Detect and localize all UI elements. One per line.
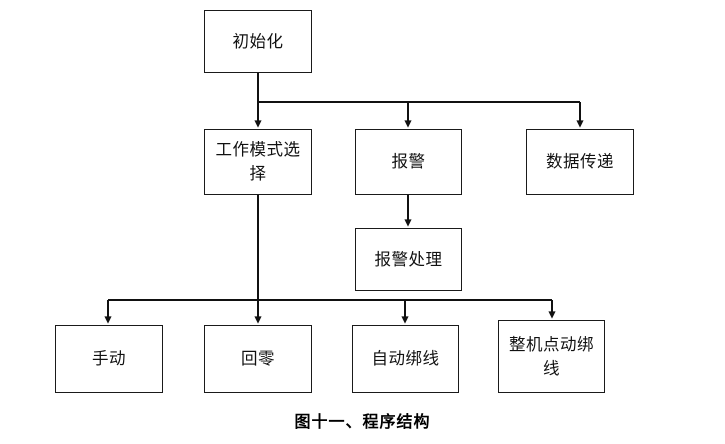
- node-auto-wire-bind: 自动绑线: [352, 325, 459, 393]
- node-return-to-zero: 回零: [204, 325, 312, 393]
- node-data-transfer: 数据传递: [526, 129, 634, 195]
- node-label-alarm-handling: 报警处理: [374, 249, 443, 269]
- node-machine-jog-wire-bind: 整机点动绑 线: [498, 320, 605, 393]
- node-initialization: 初始化: [204, 10, 312, 73]
- node-label-machine-jog-wire-bind: 整机点动绑 线: [509, 334, 594, 378]
- node-label-return-to-zero: 回零: [241, 349, 275, 369]
- node-label-alarm: 报警: [391, 152, 426, 172]
- node-alarm: 报警: [355, 129, 462, 195]
- node-label-work-mode-select: 工作模式选 择: [215, 140, 301, 183]
- node-alarm-handling: 报警处理: [355, 228, 462, 291]
- node-work-mode-select: 工作模式选 择: [204, 129, 312, 195]
- node-label-data-transfer: 数据传递: [546, 152, 614, 172]
- node-label-manual: 手动: [92, 349, 126, 369]
- node-label-initialization: 初始化: [232, 31, 284, 51]
- node-manual: 手动: [55, 325, 163, 393]
- figure-caption: 图十一、程序结构: [294, 414, 431, 431]
- node-label-auto-wire-bind: 自动绑线: [371, 349, 440, 369]
